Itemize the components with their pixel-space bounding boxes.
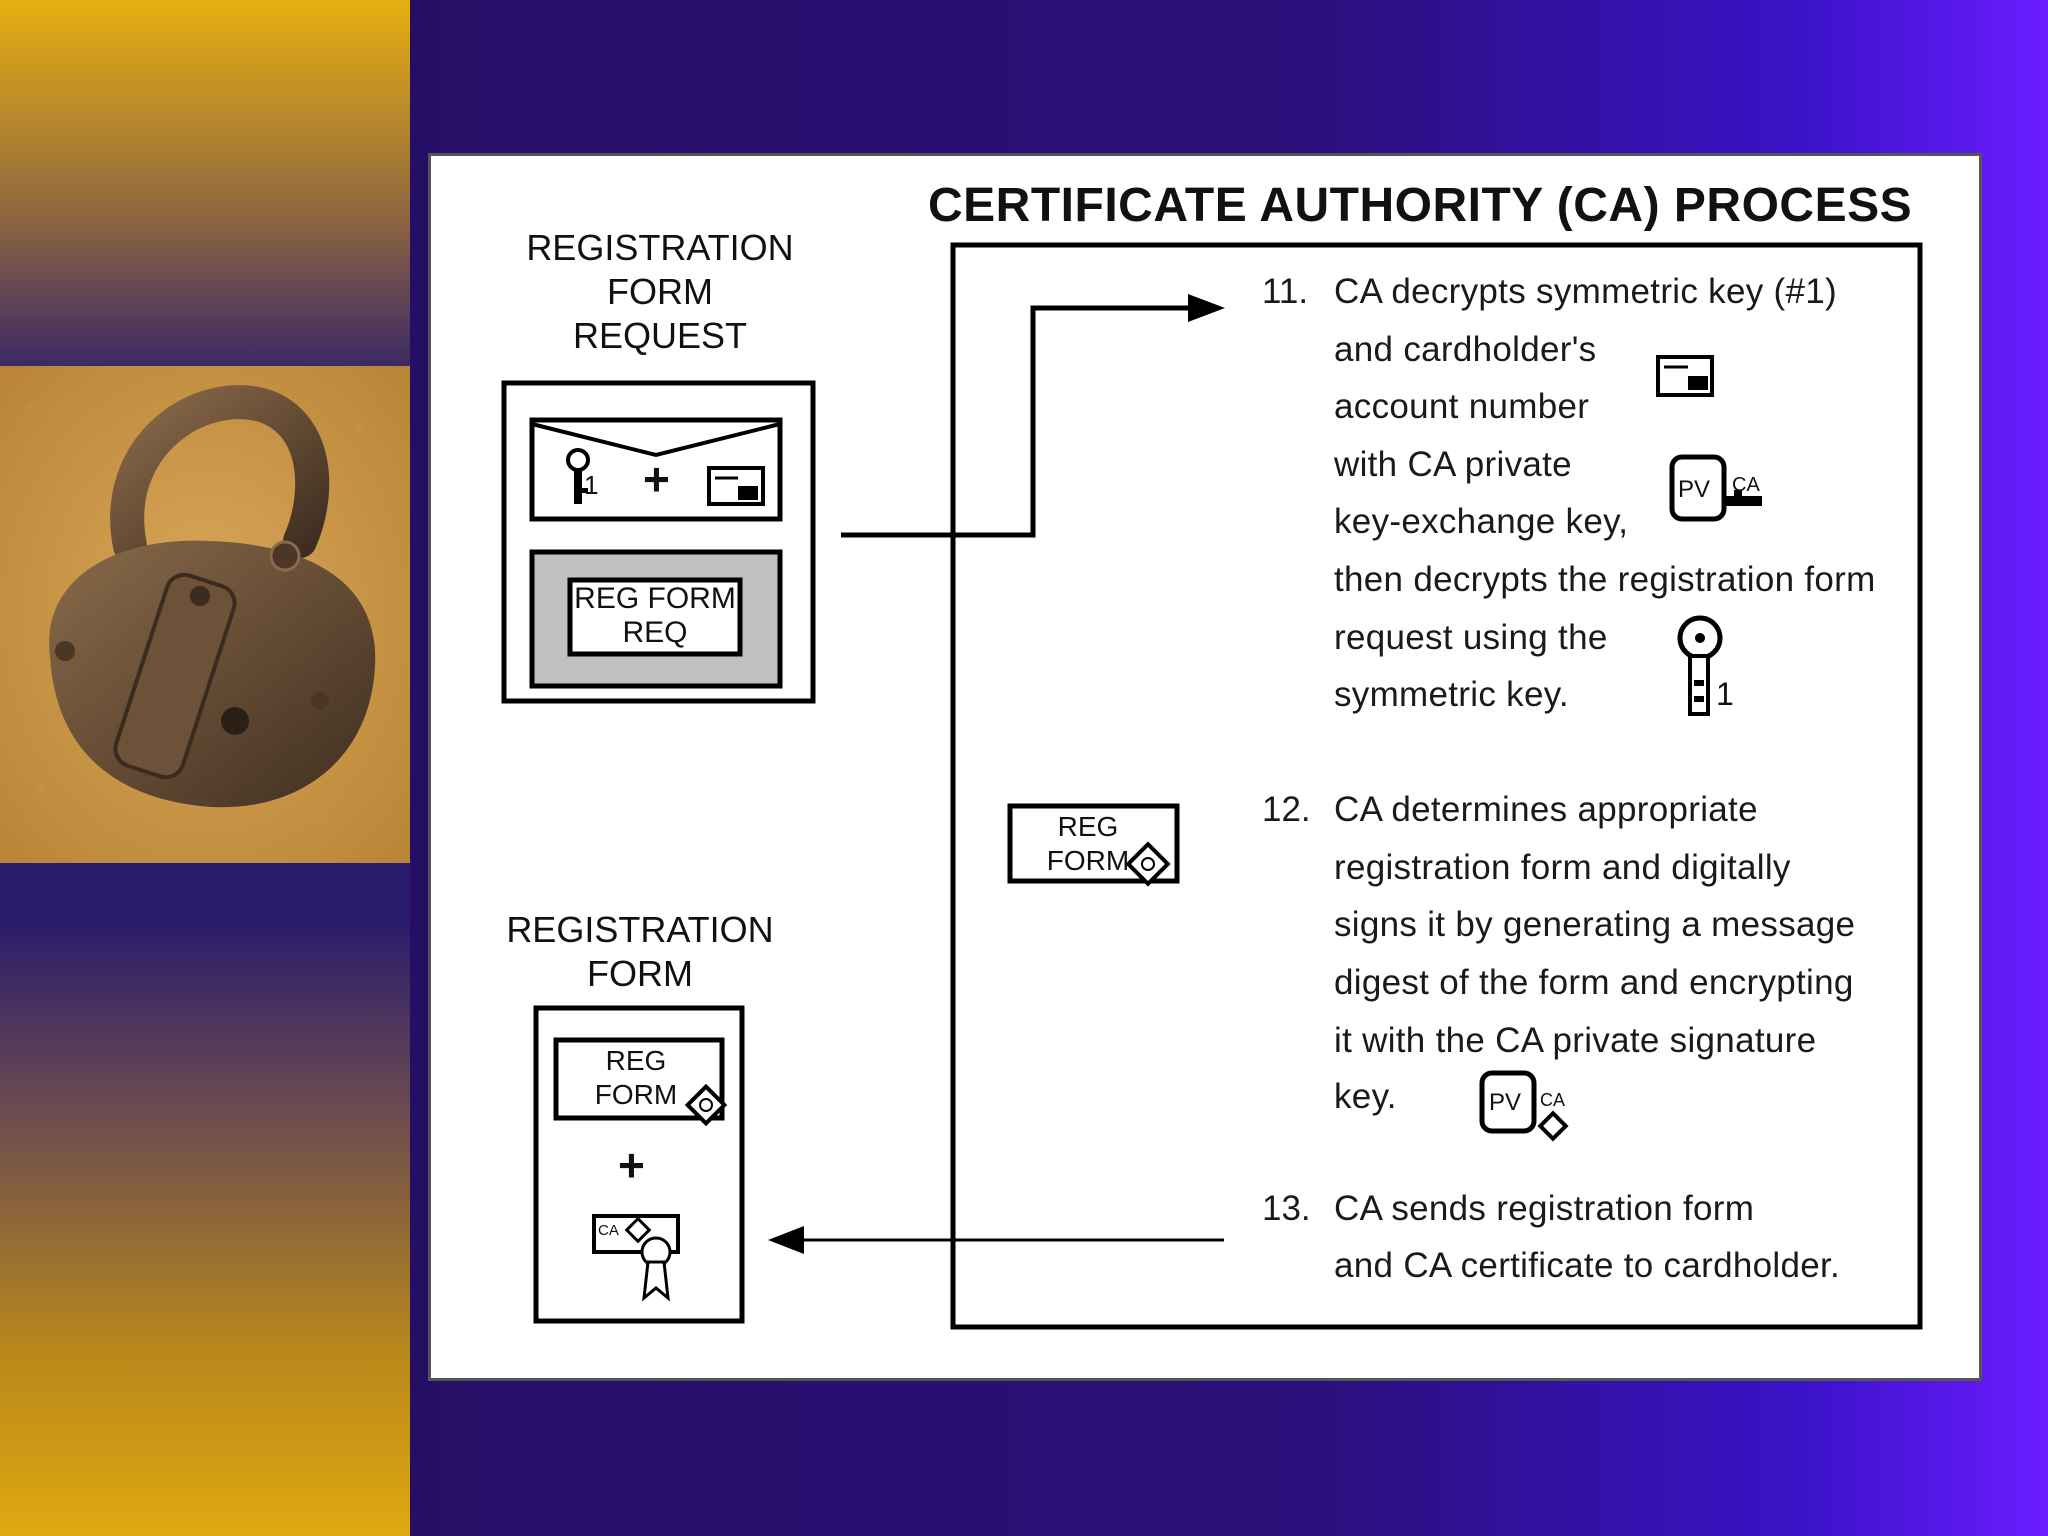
step-text-line: CA sends registration form (1334, 1189, 1754, 1229)
step-text-line: it with the CA private signature (1334, 1021, 1816, 1061)
step-text-line: and CA certificate to cardholder. (1334, 1246, 1840, 1286)
step-text-line: and cardholder's (1334, 330, 1596, 370)
reg-request-heading-line: REGISTRATION (480, 226, 840, 270)
signed-reg-form-label: REG FORM (1018, 810, 1158, 878)
reg-form-plus: + (618, 1138, 645, 1192)
reg-form-inner-line: FORM (566, 1078, 706, 1112)
step-text-line: request using the (1334, 618, 1608, 658)
pv-label: PV (1678, 476, 1710, 504)
step-text-line: registration form and digitally (1334, 848, 1791, 888)
reg-request-heading-line: REQUEST (480, 314, 840, 358)
return-arrow-head (768, 1226, 804, 1254)
step-text-line: symmetric key. (1334, 675, 1569, 715)
reg-form-heading-line: REGISTRATION (460, 908, 820, 952)
request-arrow-line (841, 308, 1190, 535)
step-text-line: CA determines appropriate (1334, 790, 1758, 830)
reg-request-heading-line: FORM (480, 270, 840, 314)
key-digit-label: 1 (1716, 676, 1734, 713)
reg-form-inner-line: REG (566, 1044, 706, 1078)
step-text-line: with CA private (1334, 445, 1572, 485)
request-arrow-head (1188, 294, 1225, 322)
step-text-line: account number (1334, 387, 1589, 427)
reg-form-heading: REGISTRATION FORM (460, 908, 820, 996)
ca-small-label: CA (1540, 1090, 1565, 1111)
reg-form-req-line: REQ (570, 616, 740, 650)
pv-label: PV (1489, 1089, 1521, 1117)
reg-form-heading-line: FORM (460, 952, 820, 996)
reg-form-req-line: REG FORM (570, 582, 740, 616)
signed-reg-form-line: REG (1018, 810, 1158, 844)
ca-small-label: CA (1732, 474, 1760, 497)
step-text-line: signs it by generating a message (1334, 905, 1855, 945)
step-text-line: CA decrypts symmetric key (#1) (1334, 272, 1837, 312)
step-number: 12. (1262, 790, 1311, 830)
envelope-plus: + (643, 452, 670, 506)
step-text-line: digest of the form and encrypting (1334, 963, 1854, 1003)
envelope-key-number: 1 (584, 470, 598, 501)
symmetric-key-large-icon (1680, 618, 1720, 714)
reg-form-req-label: REG FORM REQ (570, 582, 740, 650)
step-number: 11. (1262, 272, 1308, 312)
cert-ca-label: CA (598, 1222, 619, 1239)
step-number: 13. (1262, 1189, 1311, 1229)
signed-reg-form-line: FORM (1018, 844, 1158, 878)
account-card-icon (1658, 357, 1712, 395)
step-text-line: then decrypts the registration form (1334, 560, 1876, 600)
reg-request-heading: REGISTRATION FORM REQUEST (480, 226, 840, 358)
reg-form-inner-label: REG FORM (566, 1044, 706, 1112)
step-text-line: key-exchange key, (1334, 502, 1628, 542)
step-text-line: key. (1334, 1077, 1397, 1117)
